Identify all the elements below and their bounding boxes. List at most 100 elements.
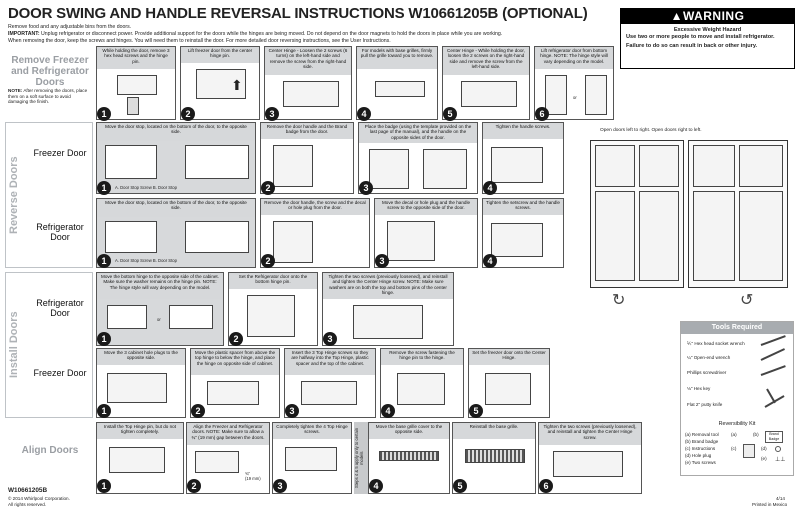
tool-item-putty-knife: Flat 2" putty knife	[687, 402, 723, 407]
remove-step-4-number: 4	[357, 107, 371, 121]
reverse-freezer-step-3-panel: Place the badge (using the template prov…	[358, 122, 478, 194]
tool-item-open-end-wrench: ¼" Open-end wrench	[687, 355, 731, 360]
install-refrigerator-step-3-number: 3	[323, 332, 337, 346]
warning-hazard: Excessive Weight Hazard	[673, 27, 742, 33]
reverse-doors-label: Reverse Doors	[8, 156, 20, 234]
putty-knife-icon	[764, 395, 785, 408]
screwdriver-icon	[760, 365, 786, 376]
important-text: Unplug refrigerator or disconnect power.…	[39, 31, 503, 37]
kit-mark-c: (c)	[731, 446, 737, 451]
install-freezer-step-1-number: 1	[97, 404, 111, 418]
warning-body: Excessive Weight Hazard Use two or more …	[621, 24, 794, 53]
align-step-6-panel: Tighten the two screws (previously loose…	[538, 422, 642, 494]
remove-or-label: or	[573, 95, 577, 100]
top-hinge-screws-drawing	[301, 381, 357, 405]
align-step-1-text: Install the Top Hinge pin, but do not ti…	[97, 423, 183, 439]
install-refrigerator-step-3-text: Tighten the two screws (previously loose…	[323, 273, 453, 299]
remove-step-6-panel: Lift refrigerator door from bottom hinge…	[534, 46, 614, 120]
install-freezer-step-1-panel: Move the 3 cabinet hole plugs to the opp…	[96, 348, 186, 418]
remove-note-label: NOTE:	[8, 88, 23, 93]
remove-step-5-text: Center Hinge - While holding the door, l…	[443, 47, 529, 75]
remove-step-1-number: 1	[97, 107, 111, 121]
open-end-wrench-icon	[760, 348, 785, 361]
align-step-4-text: Move the base grille cover to the opposi…	[369, 423, 449, 439]
reverse-refrigerator-legend: A. Door Stop Screw B. Door Stop	[115, 258, 177, 263]
warning-line-1: Use two or more people to move and insta…	[626, 34, 775, 40]
hole-plug-drawing	[387, 221, 435, 261]
install-freezer-step-3-number: 3	[285, 404, 299, 418]
warning-box: ▲WARNING Excessive Weight Hazard Use two…	[620, 8, 795, 69]
reverse-refrigerator-step-1-text: Move the door stop, located on the botto…	[97, 199, 255, 217]
fridge-left-fresh-compartment	[595, 191, 635, 281]
reverse-freezer-step-4-text: Tighten the handle screws.	[483, 123, 563, 139]
intro-important: IMPORTANT: Unplug refrigerator or discon…	[8, 31, 613, 37]
rotate-left-arrow-icon: ↻	[612, 292, 626, 309]
remove-step-3-panel: Center Hinge - Loosen the 2 screws (6 tu…	[264, 46, 352, 120]
fridge-left-open-illustration	[590, 140, 684, 288]
reverse-freezer-step-1-panel: Move the door stop, located on the botto…	[96, 122, 256, 194]
remove-step-6-text: Lift refrigerator door from bottom hinge…	[535, 47, 613, 69]
reverse-refrigerator-step-3-panel: Move the decal or hole plug and the hand…	[374, 198, 478, 268]
kit-item-b: (b) Brand badge	[685, 439, 719, 444]
tool-item-socket-wrench: ⅕" Hex head socket wrench	[687, 341, 745, 346]
install-freezer-step-5-number: 5	[469, 404, 483, 418]
remove-note: NOTE: After removing the doors, place th…	[8, 88, 92, 105]
install-freezer-step-2-panel: Move the plastic spacer from above the t…	[190, 348, 280, 418]
important-label: IMPORTANT:	[8, 31, 40, 37]
reverse-freezer-step-3-number: 3	[359, 181, 373, 195]
bottom-hinge-move-drawing-a	[107, 305, 147, 329]
tool-item-hex-key: ⅛" Hex key	[687, 386, 711, 391]
remove-step-3-text: Center Hinge - Loosen the 2 screws (6 tu…	[265, 47, 351, 75]
kit-item-a: (a) Removal tool	[685, 432, 719, 437]
align-step-4-number: 4	[369, 479, 383, 493]
badge-placement-drawing	[369, 149, 409, 189]
remove-step-2-panel: Lift freezer door from the center hinge …	[180, 46, 260, 120]
reverse-refrigerator-step-2-text: Remove the door handle, the screw and th…	[261, 199, 369, 215]
reverse-freezer-label: Freezer Door	[33, 148, 87, 158]
footer-date: 4/14	[776, 496, 785, 501]
reverse-refrigerator-step-3-text: Move the decal or hole plug and the hand…	[375, 199, 477, 215]
align-step-5-panel: Reinstall the base grille.	[452, 422, 536, 494]
kit-mark-a: (a)	[731, 432, 737, 437]
page-title: DOOR SWING AND HANDLE REVERSAL INSTRUCTI…	[8, 5, 588, 22]
install-or-label: or	[157, 317, 161, 322]
hinge-pin-drawing	[127, 97, 139, 115]
final-tighten-drawing	[553, 451, 623, 477]
tools-required-box: Tools Required ⅕" Hex head socket wrench…	[680, 321, 794, 476]
steps-4-5-note: Steps 4 & 5 apply only to certain models	[354, 427, 364, 489]
install-freezer-label: Freezer Door	[33, 368, 87, 378]
align-step-2-number: 2	[187, 479, 201, 493]
remove-step-2-number: 2	[181, 107, 195, 121]
ref-door-stop-drawing-b	[185, 221, 249, 253]
fridge-right-open-illustration	[688, 140, 788, 288]
install-refrigerator-step-2-panel: Set the Refrigerator door onto the botto…	[228, 272, 318, 346]
remove-step-5-number: 5	[443, 107, 457, 121]
remove-step-4-panel: For models with base grilles, firmly pul…	[356, 46, 438, 120]
align-step-3-text: Completely tighten the 4 Top Hinge screw…	[273, 423, 351, 439]
install-refrigerator-step-2-number: 2	[229, 332, 243, 346]
fridge-right-fresh-door	[693, 191, 735, 281]
install-refrigerator-step-3-panel: Tighten the two screws (previously loose…	[322, 272, 454, 346]
reverse-freezer-step-1-number: 1	[97, 181, 111, 195]
kit-mark-d: (d)	[761, 446, 767, 451]
fridge-left-freezer-compartment	[595, 145, 635, 187]
door-stop-drawing-b	[185, 145, 249, 179]
center-hinge-drawing	[283, 81, 339, 107]
hole-plugs-drawing	[107, 373, 167, 403]
kit-item-c: (c) Instructions	[685, 446, 716, 451]
setscrew-drawing	[491, 223, 543, 257]
remove-step-1-text: While holding the door, remove 3 hex hea…	[97, 47, 175, 69]
align-step-5-text: Reinstall the base grille.	[453, 423, 535, 439]
up-arrow-icon: ⬆	[231, 77, 243, 93]
steps-4-5-side-tab: Steps 4 & 5 apply only to certain models	[354, 422, 368, 494]
open-doors-caption: Open doors left to right. Open doors rig…	[600, 128, 702, 133]
reverse-freezer-legend: A. Door Stop Screw B. Door Stop	[115, 185, 177, 190]
kit-mark-e: (e)	[761, 456, 767, 461]
align-doors-label: Align Doors	[21, 445, 79, 456]
freezer-door-handle-drawing	[273, 145, 313, 187]
reverse-refrigerator-step-4-text: Tighten the setscrew and the handle scre…	[483, 199, 563, 215]
bottom-hinge-move-drawing-b	[169, 305, 213, 329]
hinge-drawing	[117, 75, 157, 95]
reverse-refrigerator-step-1-panel: Move the door stop, located on the botto…	[96, 198, 256, 268]
handle-screws-drawing	[491, 147, 543, 183]
